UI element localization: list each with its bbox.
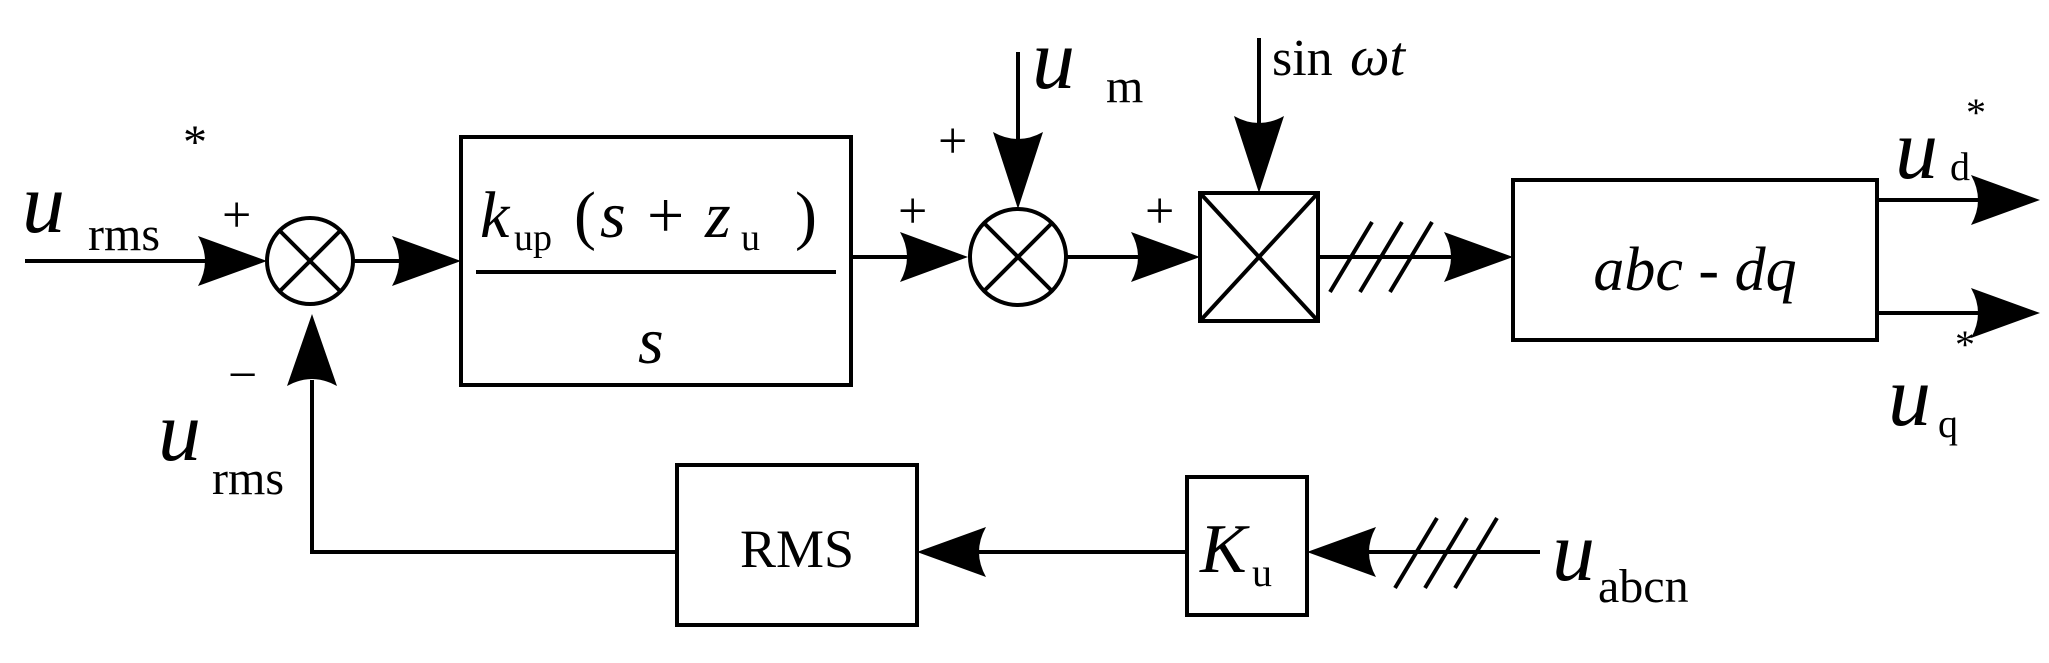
um-arrowhead (993, 132, 1043, 209)
three-phase-slashes-upper (1328, 220, 1434, 294)
pi-k-subscript: up (514, 217, 552, 259)
omega-t-text: ωt (1350, 26, 1407, 88)
multiplier-plus-sign: + (1145, 183, 1174, 240)
pi-numerator: k up ( s + z u ) (480, 179, 817, 259)
gain-subscript: u (1252, 550, 1272, 595)
u-symbol: u (22, 155, 65, 251)
summing-junction-1 (265, 216, 355, 306)
uabcn-u-symbol: u (1552, 503, 1595, 599)
summing-junction-2 (968, 207, 1068, 307)
feedback-u-symbol: u (158, 383, 201, 479)
gain-input-arrowhead (1307, 527, 1376, 577)
pi-controller-block (459, 135, 853, 387)
rms-input-arrowhead (917, 527, 986, 577)
sum1-minus-sign: − (228, 347, 257, 404)
feedback-rms-subscript: rms (212, 452, 284, 505)
gain-label: K u (1199, 511, 1272, 595)
abc-dq-label: abc - dq (1593, 236, 1796, 304)
sum2-top-plus-sign: + (938, 113, 967, 170)
multiplier-block (1198, 191, 1320, 323)
ud-star: * (1966, 90, 1986, 135)
ud-arrowhead (1971, 175, 2040, 225)
rms-feedback-line (310, 380, 677, 554)
pi-open-paren: ( (574, 179, 596, 252)
sin-text: sin (1272, 30, 1333, 87)
sine-input-label: sin ωt (1272, 26, 1407, 88)
gain-k: K (1199, 511, 1250, 588)
pi-input-arrowhead (392, 236, 461, 286)
multiplier-input-arrowhead (1131, 232, 1200, 282)
uq-output-label: * u q (1888, 322, 1975, 446)
feedback-arrowhead (287, 314, 337, 386)
uq-star: * (1955, 322, 1975, 367)
rms-subscript: rms (88, 208, 160, 261)
uabcn-subscript: abcn (1598, 560, 1689, 613)
um-u-symbol: u (1032, 11, 1075, 107)
um-input-label: u m (1032, 11, 1143, 113)
pi-close-paren: ) (795, 179, 817, 252)
pi-z-subscript: u (741, 217, 760, 259)
pi-s: s (600, 179, 626, 252)
ud-subscript: d (1950, 144, 1970, 189)
feedback-rms-label: u rms (158, 383, 284, 505)
reference-input-label: u rms * (22, 116, 207, 261)
gain-block (1185, 475, 1309, 617)
three-phase-slashes-lower (1393, 516, 1499, 590)
pi-k: k (480, 179, 511, 252)
um-subscript: m (1106, 60, 1143, 113)
ud-output-label: u d * (1895, 90, 1986, 197)
abc-dq-transform-block (1511, 178, 1879, 342)
reference-arrowhead (198, 236, 267, 286)
pi-denominator: s (638, 305, 664, 378)
ud-u-symbol: u (1895, 101, 1938, 197)
sum1-plus-sign: + (222, 187, 251, 244)
star-superscript: * (183, 116, 207, 169)
uq-subscript: q (1938, 401, 1958, 446)
sum2-input-arrowhead (900, 232, 968, 282)
uabcn-input-label: u abcn (1552, 503, 1689, 613)
sine-arrowhead (1234, 116, 1284, 193)
rms-label: RMS (740, 519, 854, 579)
abcdq-input-arrowhead (1444, 232, 1513, 282)
sum2-left-plus-sign: + (898, 183, 927, 240)
pi-plus: + (647, 179, 684, 252)
pi-z: z (704, 179, 731, 252)
uq-arrowhead (1971, 288, 2040, 338)
rms-block (675, 463, 919, 627)
uq-u-symbol: u (1888, 348, 1931, 444)
